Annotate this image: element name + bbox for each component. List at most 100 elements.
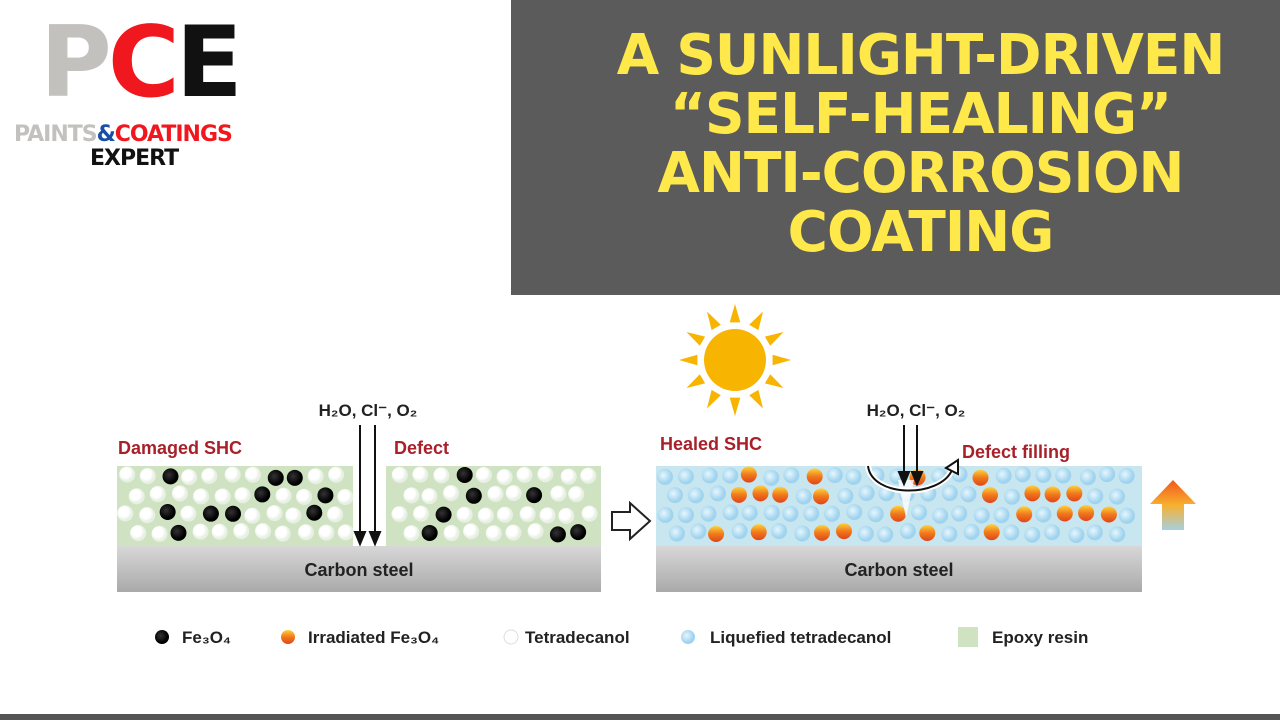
sun-ray — [679, 354, 698, 366]
fe3o4-particle — [421, 524, 438, 541]
tetradecanol-particle — [149, 486, 166, 503]
tetradecanol-particle — [475, 466, 492, 483]
liquefied-tetradecanol-particle — [899, 523, 916, 540]
fe3o4-particle — [549, 526, 566, 543]
liquefied-tetradecanol-particle — [668, 525, 685, 542]
liquefied-tetradecanol-particle — [1068, 526, 1085, 543]
irradiated-fe3o4-particle — [919, 525, 936, 542]
tetradecanol-particle — [558, 507, 575, 524]
logo-letter-p: P — [40, 6, 112, 120]
tetradecanol-particle — [337, 488, 354, 505]
liquefied-tetradecanol-particle — [731, 523, 748, 540]
logo-coatings: COATINGS — [114, 122, 233, 147]
tetradecanol-particle — [568, 486, 585, 503]
fe3o4-particle — [254, 486, 271, 503]
tetradecanol-particle — [327, 506, 344, 523]
liquefied-tetradecanol-particle — [1099, 466, 1116, 483]
sun-ray — [707, 389, 721, 409]
tetradecanol-particle — [244, 507, 261, 524]
sun-ray — [707, 311, 721, 331]
tetradecanol-particle — [581, 505, 598, 522]
title-banner: A SUNLIGHT-DRIVEN “SELF-HEALING” ANTI-CO… — [511, 0, 1280, 295]
fe3o4-particle — [162, 468, 179, 485]
tetradecanol-particle — [139, 507, 156, 524]
liquefied-tetradecanol-particle — [1003, 524, 1020, 541]
liquefied-tetradecanol-particle — [846, 504, 863, 521]
legend-label: Fe₃O₄ — [182, 628, 231, 647]
defect-filling-label: Defect filling — [962, 442, 1070, 462]
defect-label: Defect — [394, 438, 449, 458]
legend-item-epoxy: Epoxy resin — [958, 627, 1088, 647]
blue-particle-icon — [681, 630, 695, 644]
tetradecanol-particle — [337, 524, 354, 541]
transition-arrow-icon — [611, 500, 652, 542]
irradiated-particle-icon — [281, 630, 295, 644]
steel-substrate-right — [656, 546, 1142, 592]
liquefied-tetradecanol-particle — [794, 525, 811, 542]
tetradecanol-particle — [516, 466, 533, 483]
liquefied-tetradecanol-particle — [1109, 526, 1126, 543]
tetradecanol-particle — [550, 485, 567, 502]
legend-item-tetradecanol: Tetradecanol — [503, 628, 630, 647]
tetradecanol-particle — [487, 485, 504, 502]
legend-label: Liquefied tetradecanol — [710, 628, 891, 647]
tetradecanol-particle — [485, 525, 502, 542]
logo-letter-c: C — [107, 6, 180, 120]
legend-item-liquefied: Liquefied tetradecanol — [681, 628, 891, 647]
heating-up-arrow-icon — [1150, 480, 1196, 530]
sun-ray — [729, 397, 741, 416]
irradiated-fe3o4-particle — [1056, 505, 1073, 522]
irradiated-fe3o4-particle — [982, 486, 999, 503]
tetradecanol-particle — [181, 469, 198, 486]
tetradecanol-particle — [180, 505, 197, 522]
tetradecanol-particle — [391, 506, 408, 523]
irradiated-fe3o4-particle — [740, 466, 757, 483]
liquefied-tetradecanol-particle — [857, 525, 874, 542]
tetradecanol-particle — [560, 468, 577, 485]
irradiated-fe3o4-particle — [806, 468, 823, 485]
irradiated-fe3o4-particle — [814, 524, 831, 541]
liquefied-tetradecanol-particle — [722, 504, 739, 521]
fe3o4-particle — [570, 524, 587, 541]
tetradecanol-particle — [130, 525, 147, 542]
damaged-shc-label: Damaged SHC — [118, 438, 242, 458]
tetradecanol-particle — [537, 466, 554, 483]
tetradecanol-particle — [297, 524, 314, 541]
tetradecanol-particle — [285, 507, 302, 524]
fe3o4-particle — [526, 487, 543, 504]
tetradecanol-particle — [527, 523, 544, 540]
irradiated-fe3o4-particle — [813, 488, 830, 505]
headline-line: ANTI-CORROSION — [657, 141, 1185, 206]
liquefied-tetradecanol-particle — [911, 504, 928, 521]
irradiated-fe3o4-particle — [983, 524, 1000, 541]
liquefied-tetradecanol-particle — [858, 485, 875, 502]
liquefied-tetradecanol-particle — [1055, 467, 1072, 484]
liquefied-tetradecanol-particle — [960, 486, 977, 503]
liquefied-tetradecanol-particle — [1024, 526, 1041, 543]
sun-ray — [764, 332, 784, 346]
tetradecanol-particle — [128, 488, 145, 505]
irradiated-fe3o4-particle — [835, 523, 852, 540]
blocked-arrows — [865, 425, 959, 494]
irradiated-fe3o4-particle — [772, 486, 789, 503]
sun-ray — [764, 374, 784, 388]
liquefied-tetradecanol-particle — [1118, 507, 1135, 524]
liquefied-tetradecanol-particle — [656, 468, 673, 485]
fe3o4-particle — [465, 487, 482, 504]
tetradecanol-particle — [391, 466, 408, 483]
tetradecanol-particle — [244, 466, 261, 483]
legend-item-fe3o4: Fe₃O₄ — [155, 628, 231, 647]
tetradecanol-particle — [456, 506, 473, 523]
irradiated-fe3o4-particle — [1078, 504, 1095, 521]
healing-diagram: Carbon steel Damaged SHC Defect H₂O, Cl⁻… — [117, 304, 1196, 647]
tetradecanol-particle — [580, 467, 597, 484]
liquefied-tetradecanol-particle — [741, 504, 758, 521]
legend-item-irradiated: Irradiated Fe₃O₄ — [281, 628, 439, 647]
tetradecanol-particle — [233, 523, 250, 540]
legend: Fe₃O₄ Irradiated Fe₃O₄ Tetradecanol Liqu… — [155, 627, 1088, 647]
liquefied-tetradecanol-particle — [826, 467, 843, 484]
tetradecanol-particle — [139, 468, 156, 485]
tetradecanol-particle — [151, 525, 168, 542]
tetradecanol-particle — [477, 507, 494, 524]
irradiated-fe3o4-particle — [752, 485, 769, 502]
